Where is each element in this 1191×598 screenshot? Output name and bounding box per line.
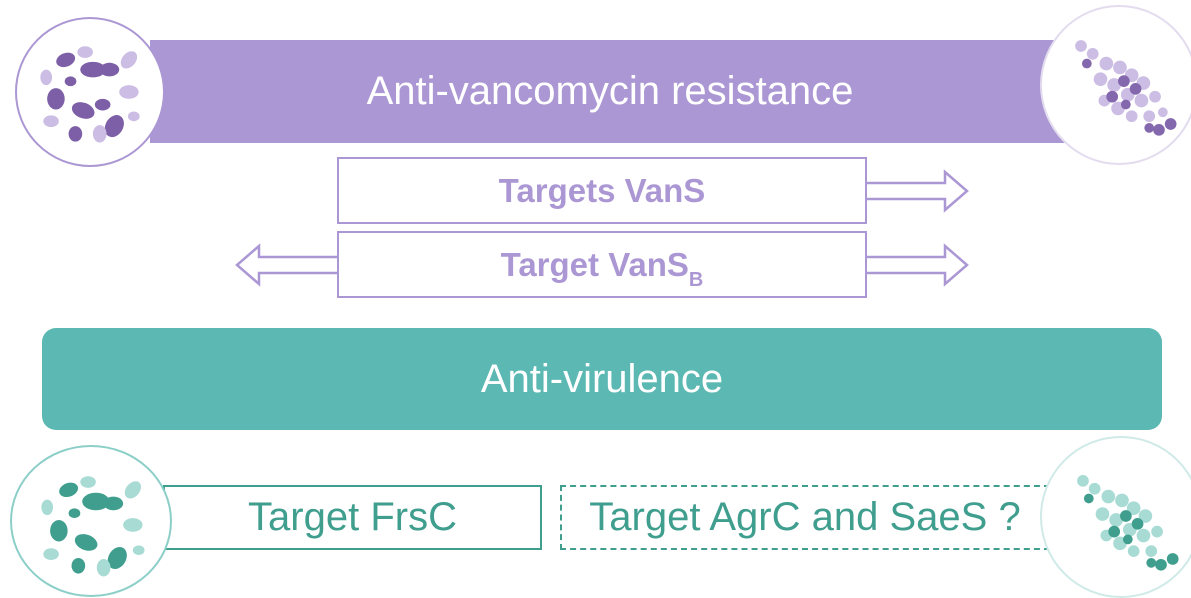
bacteria-cluster-icon [40, 46, 140, 143]
target-vansb-label-sub: B [688, 268, 704, 291]
bacteria-cluster-icon-bottom-left [10, 445, 172, 597]
target-frsc-box: Target FrsC [163, 485, 542, 550]
anti-virulence-banner: Anti-virulence [42, 328, 1162, 430]
right-arrow-icon [867, 169, 969, 213]
right-arrow-icon [867, 243, 969, 287]
target-vansb-label-main: Target VanS [500, 245, 689, 283]
target-vansb-box: Target VanSB [337, 231, 867, 298]
anti-vancomycin-banner: Anti-vancomycin resistance [150, 40, 1070, 143]
anti-virulence-label: Anti-virulence [480, 356, 724, 401]
target-vans-label: Targets VanS [498, 171, 706, 209]
target-agrc-saes-label: Target AgrC and SaeS ? [589, 495, 1021, 539]
bacteria-cluster-icon-top-left [15, 17, 165, 167]
target-vans-box: Targets VanS [337, 157, 867, 224]
bacteria-cluster-icon [41, 476, 145, 577]
coccus-cluster-icon [1077, 475, 1179, 571]
target-vansb-label: Target VanSB [500, 245, 704, 291]
left-arrow-icon [235, 243, 337, 287]
anti-vancomycin-label: Anti-vancomycin resistance [366, 69, 854, 113]
coccus-cluster-icon [1075, 40, 1177, 136]
target-frsc-label: Target FrsC [248, 495, 457, 539]
target-agrc-saes-box: Target AgrC and SaeS ? [560, 485, 1050, 550]
coccus-cluster-icon-top-right [1040, 5, 1191, 165]
coccus-cluster-icon-bottom-right [1040, 436, 1191, 598]
